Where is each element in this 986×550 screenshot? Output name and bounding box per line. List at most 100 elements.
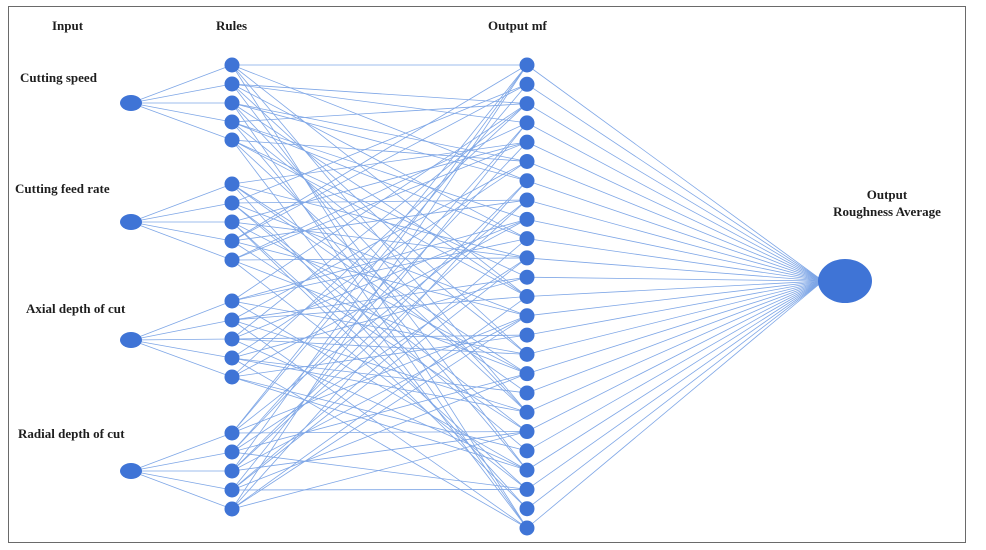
edge-mf-to-output (526, 161, 824, 282)
edge-rule-to-mf (231, 121, 528, 220)
output-mf-node (519, 327, 535, 343)
edge-rule-to-mf (231, 431, 528, 434)
rule-node (224, 76, 240, 92)
input-node (120, 463, 142, 479)
edge-rule-to-mf (231, 357, 528, 529)
rule-node (224, 233, 240, 249)
rule-node (224, 195, 240, 211)
rule-node (224, 176, 240, 192)
network-edges (130, 64, 824, 529)
edge-rule-to-mf (231, 199, 528, 472)
rule-node (224, 293, 240, 309)
edge-rule-to-mf (231, 257, 528, 491)
edge-input-to-rule (130, 102, 233, 141)
edge-input-to-rule (130, 83, 233, 104)
edge-rule-to-mf (231, 315, 528, 472)
edge-rule-to-mf (231, 64, 528, 472)
edge-rule-to-mf (231, 240, 528, 432)
output-label-line1: Output (866, 187, 908, 202)
edge-rule-to-mf (231, 84, 528, 434)
edge-input-to-rule (130, 451, 233, 472)
edge-input-to-rule (130, 183, 233, 223)
edge-rule-to-mf (231, 180, 528, 472)
edge-rule-to-mf (231, 121, 528, 355)
edge-mf-to-output (526, 218, 824, 282)
edge-input-to-rule (130, 300, 233, 341)
output-label-line2: Roughness Average (833, 204, 941, 219)
edge-input-to-rule (130, 339, 233, 378)
network-nodes (120, 57, 872, 536)
edge-rule-to-mf (231, 238, 528, 302)
edge-mf-to-output (526, 280, 824, 490)
edge-rule-to-mf (231, 102, 528, 529)
edge-mf-to-output (526, 280, 824, 432)
edge-rule-to-mf (231, 319, 528, 529)
edge-rule-to-mf (231, 102, 528, 182)
edge-rule-to-mf (231, 489, 528, 491)
edge-rule-to-mf (231, 83, 528, 204)
output-mf-node (519, 462, 535, 478)
output-mf-node (519, 173, 535, 189)
edge-rule-to-mf (231, 199, 528, 434)
edge-rule-to-mf (231, 183, 528, 394)
edge-mf-to-output (526, 276, 824, 282)
edge-rule-to-mf (231, 451, 528, 490)
edge-rule-to-mf (231, 319, 528, 413)
edge-rule-to-mf (231, 103, 528, 123)
edge-input-to-rule (130, 221, 233, 261)
rule-node (224, 132, 240, 148)
edge-mf-to-output (526, 238, 824, 282)
figure-frame (8, 6, 966, 543)
edge-rule-to-mf (231, 122, 528, 491)
output-mf-node (519, 57, 535, 73)
rule-node (224, 463, 240, 479)
edge-input-to-rule (130, 470, 233, 491)
rule-node (224, 501, 240, 517)
edge-mf-to-output (526, 280, 824, 394)
edge-input-to-rule (130, 202, 233, 223)
edge-rule-to-mf (231, 121, 528, 471)
edge-rule-to-mf (231, 240, 528, 317)
edge-rule-to-mf (231, 141, 528, 223)
input-label-radial-depth-of-cut: Radial depth of cut (18, 426, 125, 441)
edge-input-to-rule (130, 64, 233, 104)
edge-mf-to-output (526, 280, 824, 529)
edge-rule-to-mf (231, 376, 528, 452)
output-mf-node (519, 424, 535, 440)
edge-rule-to-mf (231, 83, 528, 104)
output-mf-node (519, 115, 535, 131)
edge-rule-to-mf (231, 221, 528, 509)
rule-node (224, 312, 240, 328)
edge-mf-to-output (526, 83, 824, 282)
edge-rule-to-mf (231, 338, 528, 355)
output-mf-node (519, 192, 535, 208)
edge-mf-to-output (526, 280, 824, 355)
edge-mf-to-output (526, 280, 824, 471)
edge-input-to-rule (130, 470, 233, 510)
edge-mf-to-output (526, 280, 824, 375)
edge-rule-to-mf (231, 139, 528, 162)
edge-rule-to-mf (231, 139, 528, 297)
edge-input-to-rule (130, 319, 233, 341)
edge-rule-to-mf (231, 83, 528, 239)
edge-input-to-rule (130, 432, 233, 472)
edge-rule-to-mf (231, 199, 528, 242)
edge-input-to-rule (130, 102, 233, 123)
output-mf-node (519, 211, 535, 227)
rule-node (224, 331, 240, 347)
input-label-cutting-speed: Cutting speed (20, 70, 97, 85)
output-mf-node (519, 250, 535, 266)
output-mf-node (519, 289, 535, 304)
edge-mf-to-output (526, 280, 824, 297)
edge-rule-to-mf (231, 121, 528, 239)
edge-mf-to-output (526, 141, 824, 282)
output-mf-node (519, 366, 535, 382)
rule-node (224, 252, 240, 268)
edge-rule-to-mf (231, 202, 528, 452)
input-column-header: Input (52, 18, 84, 33)
edge-rule-to-mf (231, 102, 528, 413)
output-mf-node (519, 404, 535, 420)
edge-rule-to-mf (231, 431, 528, 510)
edge-input-to-rule (130, 339, 233, 359)
